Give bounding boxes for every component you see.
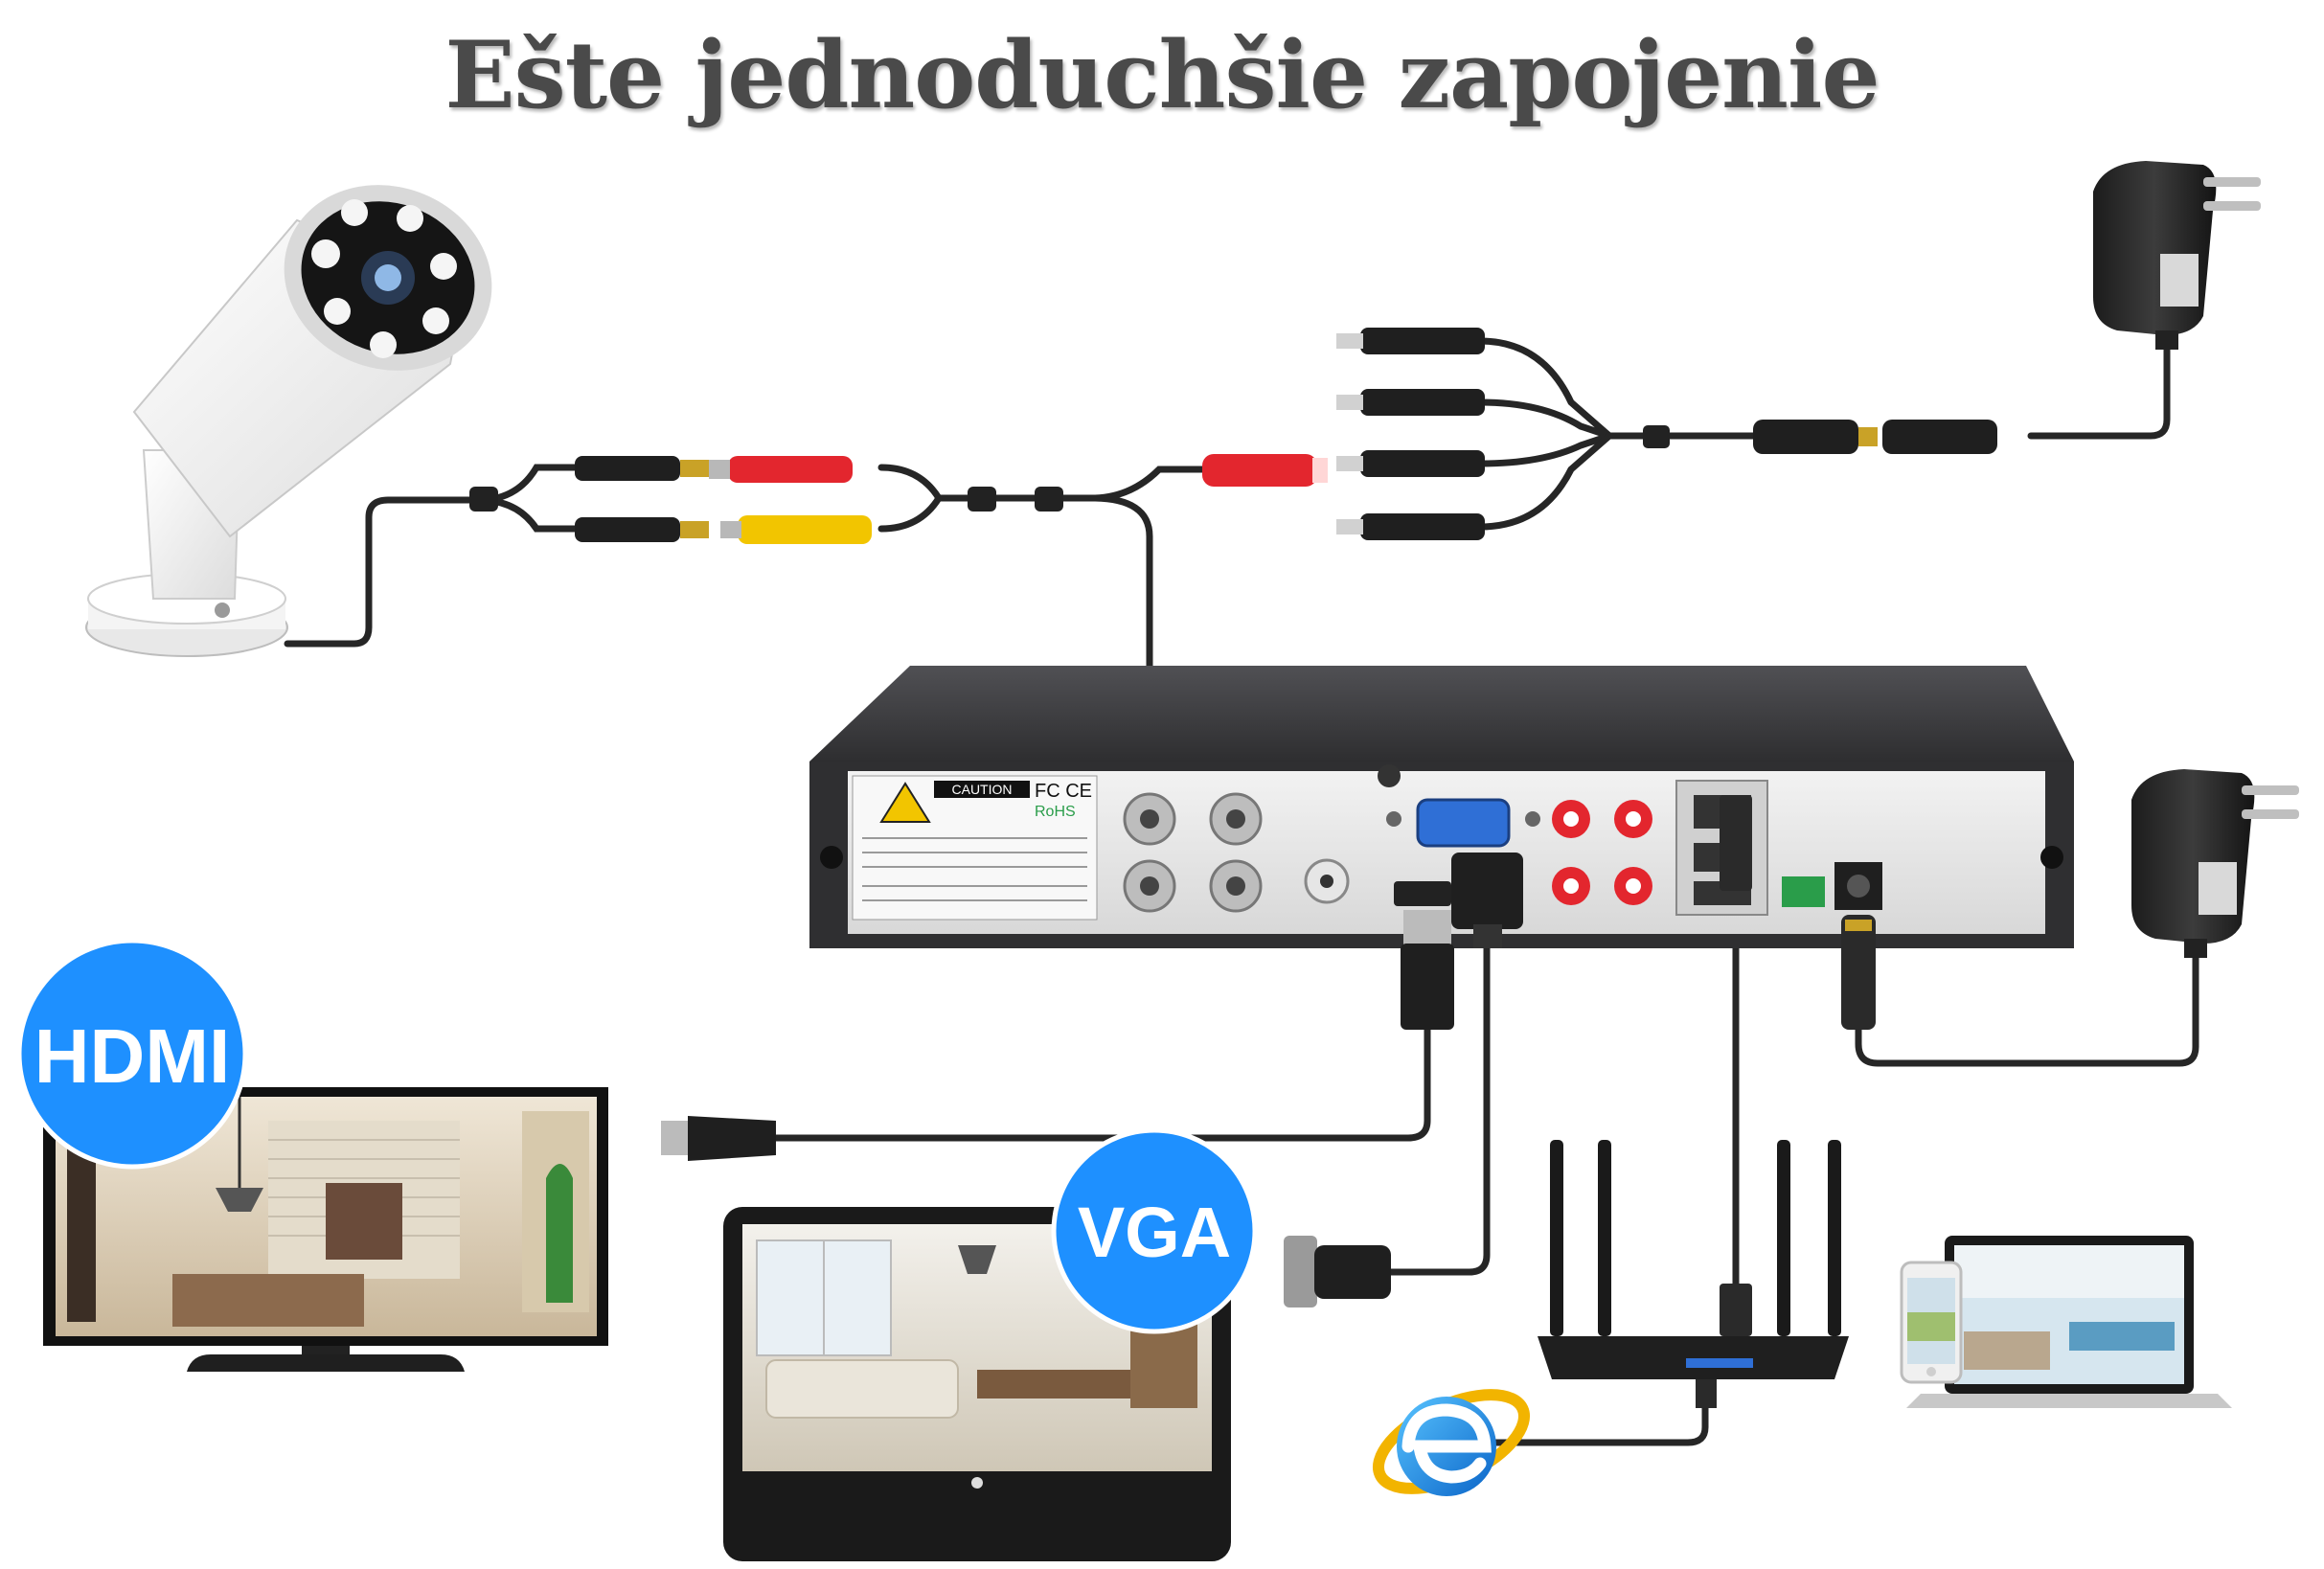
- hdmi-badge-label: HDMI: [34, 1013, 230, 1099]
- caution-label: CAUTION: [952, 782, 1013, 797]
- phone-icon: [1900, 1261, 1963, 1384]
- vga-badge: VGA: [1051, 1127, 1258, 1334]
- router-icon: [1538, 1140, 1849, 1408]
- internet-explorer-icon: [1372, 1389, 1531, 1496]
- rohs-label: RoHS: [1035, 804, 1076, 820]
- dvr-icon: CAUTION FC CE RoHS: [809, 666, 2074, 948]
- hdmi-plug: [661, 1116, 776, 1161]
- laptop-icon: [1906, 1236, 2232, 1408]
- page-title: Ešte jednoduchšie zapojenie: [444, 21, 1880, 129]
- power-adapter-icon: [2131, 769, 2299, 958]
- camera-icon: [85, 185, 492, 657]
- hdmi-badge: HDMI: [16, 938, 248, 1170]
- fcc-label: FC CE: [1035, 781, 1092, 802]
- monitor-icon: [723, 1207, 1231, 1561]
- bnc-ports: [1123, 792, 1350, 913]
- power-splitter: [1336, 328, 1997, 540]
- vga-plug: [1284, 1236, 1391, 1308]
- power-adapter-icon: [2093, 161, 2261, 350]
- vga-badge-label: VGA: [1078, 1193, 1231, 1272]
